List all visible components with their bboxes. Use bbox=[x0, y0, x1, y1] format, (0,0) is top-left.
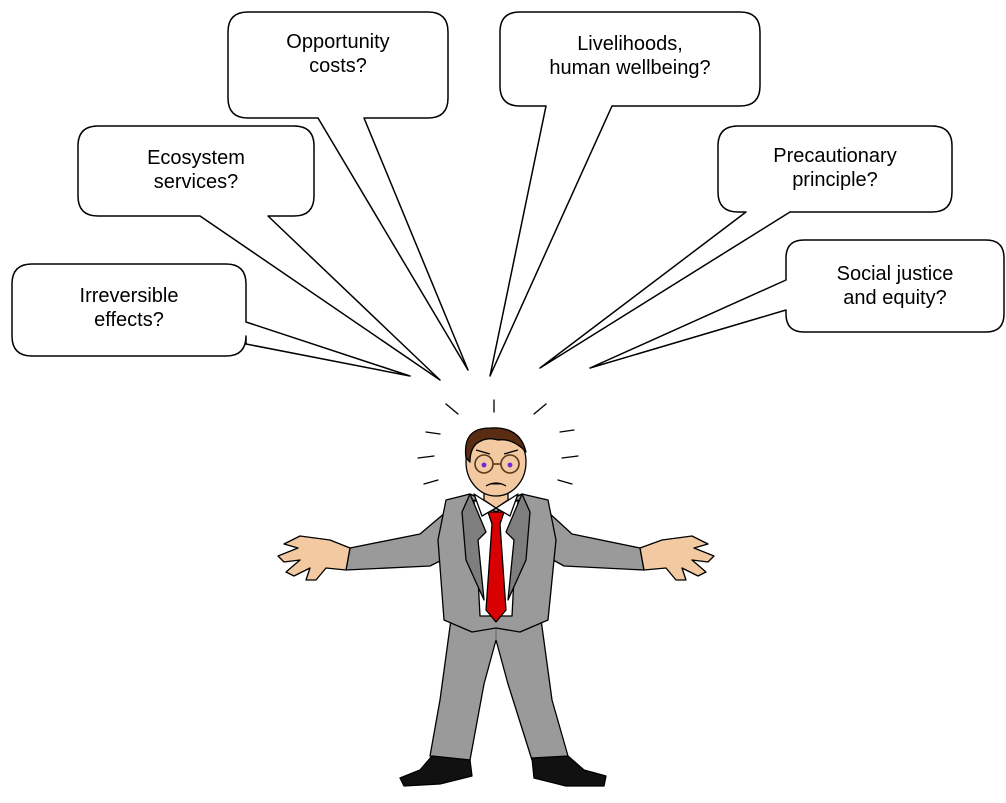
stress-lines bbox=[417, 399, 579, 485]
left-shoe bbox=[399, 755, 473, 787]
label-social: Social justice and equity? bbox=[786, 262, 1004, 310]
glasses bbox=[474, 454, 520, 474]
bubble-ecosystem bbox=[77, 125, 441, 381]
label-opportunity-line2: costs? bbox=[309, 55, 367, 77]
label-opportunity: Opportunity costs? bbox=[228, 30, 448, 78]
left-hand bbox=[277, 535, 351, 581]
right-hand bbox=[639, 535, 715, 581]
label-irreversible-line1: Irreversible bbox=[79, 285, 179, 307]
label-livelihoods-line1: Livelihoods, bbox=[577, 33, 683, 55]
bubble-precautionary bbox=[539, 125, 953, 369]
label-irreversible-line2: effects? bbox=[94, 309, 164, 331]
label-social-line1: Social justice bbox=[836, 263, 954, 285]
trousers bbox=[429, 611, 569, 761]
label-livelihoods-line2: human wellbeing? bbox=[549, 57, 711, 79]
bubble-livelihoods bbox=[489, 11, 761, 377]
worried-mouth bbox=[485, 482, 507, 487]
label-precautionary: Precautionary principle? bbox=[718, 144, 952, 192]
right-shoe bbox=[531, 755, 607, 787]
label-irreversible: Irreversible effects? bbox=[12, 284, 246, 332]
label-opportunity-line1: Opportunity bbox=[286, 31, 390, 53]
label-livelihoods: Livelihoods, human wellbeing? bbox=[500, 32, 760, 80]
label-ecosystem-line1: Ecosystem bbox=[147, 147, 245, 169]
label-precautionary-line2: principle? bbox=[792, 169, 878, 191]
label-ecosystem-line2: services? bbox=[153, 171, 239, 193]
label-precautionary-line1: Precautionary bbox=[773, 145, 897, 167]
bubble-opportunity bbox=[227, 11, 469, 371]
bubble-social bbox=[589, 239, 1005, 369]
tie bbox=[485, 511, 507, 623]
label-social-line2: and equity? bbox=[843, 287, 947, 309]
label-ecosystem: Ecosystem services? bbox=[78, 146, 314, 194]
bubble-irreversible bbox=[11, 263, 411, 377]
hair bbox=[464, 427, 527, 463]
businessman-figure bbox=[277, 427, 715, 787]
